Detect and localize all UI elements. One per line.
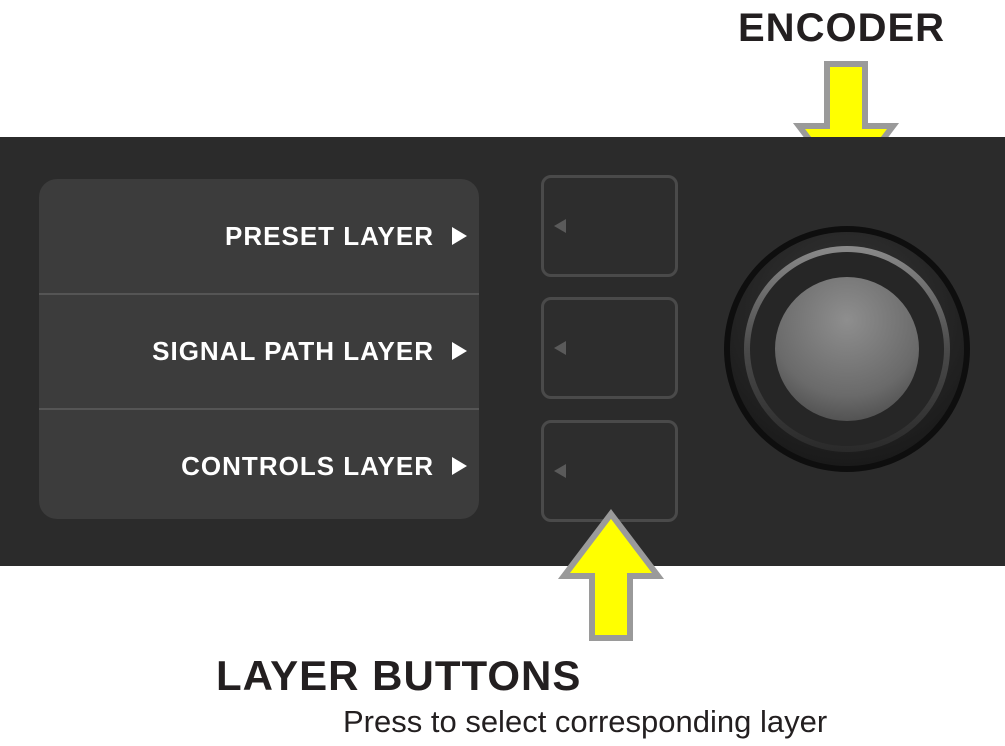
triangle-left-icon xyxy=(554,219,566,233)
display-item-controls-layer: CONTROLS LAYER xyxy=(39,408,479,519)
display-screen: PRESET LAYER SIGNAL PATH LAYER CONTROLS … xyxy=(39,179,479,519)
device-panel: PRESET LAYER SIGNAL PATH LAYER CONTROLS … xyxy=(0,137,1005,566)
display-item-preset-layer: PRESET LAYER xyxy=(39,179,479,293)
layer-button-signal-path[interactable] xyxy=(541,297,678,399)
triangle-right-icon xyxy=(452,227,467,245)
layer-buttons-callout-subtitle: Press to select corresponding layer xyxy=(343,704,828,739)
triangle-left-icon xyxy=(554,341,566,355)
display-item-signal-path-layer: SIGNAL PATH LAYER xyxy=(39,293,479,407)
triangle-right-icon xyxy=(452,457,467,475)
encoder-knob[interactable] xyxy=(722,224,972,474)
encoder-callout-title: ENCODER xyxy=(738,6,946,50)
triangle-left-icon xyxy=(554,464,566,478)
display-item-label: SIGNAL PATH LAYER xyxy=(152,335,434,366)
display-item-label: CONTROLS LAYER xyxy=(181,450,434,481)
triangle-right-icon xyxy=(452,342,467,360)
layer-button-controls[interactable] xyxy=(541,420,678,522)
layer-button-preset[interactable] xyxy=(541,175,678,277)
layer-buttons-callout-title: LAYER BUTTONS xyxy=(216,652,582,699)
layer-buttons-callout-arrow-icon xyxy=(557,509,665,641)
display-item-label: PRESET LAYER xyxy=(225,220,434,251)
